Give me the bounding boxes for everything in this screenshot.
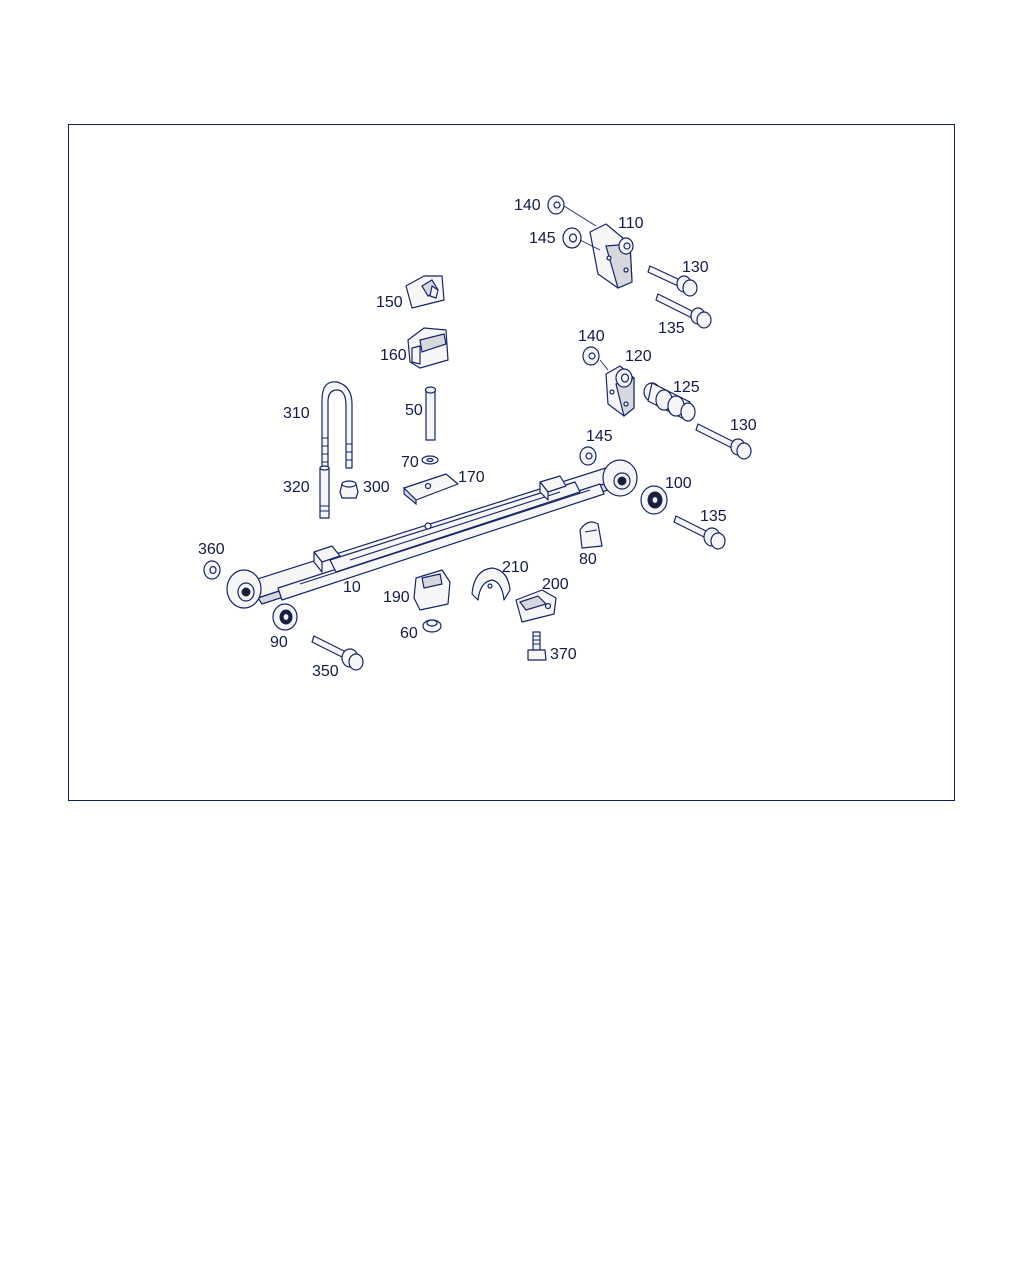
callout-190: 190 (383, 589, 410, 606)
diagram-frame (68, 124, 955, 801)
callout-100: 100 (665, 475, 692, 492)
callout-210: 210 (502, 559, 529, 576)
callout-145-mid: 145 (586, 428, 613, 445)
callout-170: 170 (458, 469, 485, 486)
pad-190[interactable] (413, 569, 451, 611)
callout-300: 300 (363, 479, 390, 496)
shackle-120[interactable] (605, 365, 635, 418)
plate-170[interactable] (403, 473, 459, 506)
callout-310: 310 (283, 405, 310, 422)
bolt-130-upper[interactable] (647, 265, 698, 297)
bolt-135-lower[interactable] (673, 515, 726, 550)
stud-320[interactable] (319, 465, 330, 519)
bracket-160[interactable] (407, 327, 449, 369)
callout-130-mid: 130 (730, 417, 757, 434)
callout-130-upper: 130 (682, 259, 709, 276)
washer-70[interactable] (421, 455, 439, 465)
callout-90: 90 (270, 634, 288, 651)
leader-lines (563, 205, 609, 371)
washer-145-upper[interactable] (562, 227, 582, 249)
washer-360[interactable] (203, 560, 221, 580)
bump-stop-150[interactable] (405, 275, 445, 309)
callout-350: 350 (312, 663, 339, 680)
callout-145-upper: 145 (529, 230, 556, 247)
shackle-110[interactable] (589, 223, 634, 289)
callout-110: 110 (618, 215, 644, 232)
nut-300[interactable] (339, 480, 359, 499)
bolt-350[interactable] (311, 635, 364, 671)
bushing-125[interactable] (643, 382, 696, 422)
callout-160: 160 (380, 347, 407, 364)
callout-120: 120 (625, 348, 652, 365)
callout-125: 125 (673, 379, 700, 396)
bushing-100[interactable] (640, 485, 668, 515)
bolt-135-upper[interactable] (655, 293, 712, 329)
callout-60: 60 (400, 625, 418, 642)
callout-200: 200 (542, 576, 569, 593)
callout-150: 150 (376, 294, 403, 311)
pad-80[interactable] (579, 521, 603, 549)
washer-140-upper[interactable] (547, 195, 565, 215)
callout-135-upper: 135 (658, 320, 685, 337)
washer-145-mid[interactable] (579, 446, 597, 466)
clamp-210[interactable] (471, 567, 511, 601)
callout-320: 320 (283, 479, 310, 496)
leaf-spring[interactable] (226, 459, 638, 609)
u-bolt-310[interactable] (321, 381, 353, 469)
bracket-200[interactable] (515, 589, 557, 623)
bolt-370[interactable] (527, 631, 547, 661)
nut-60[interactable] (422, 619, 442, 633)
bolt-50[interactable] (424, 386, 437, 441)
callout-70: 70 (401, 454, 419, 471)
callout-140-mid: 140 (578, 328, 605, 345)
callout-80: 80 (579, 551, 597, 568)
callouts: 140 110 145 130 135 150 160 140 120 125 … (198, 197, 757, 680)
callout-360: 360 (198, 541, 225, 558)
callout-135-lower: 135 (700, 508, 727, 525)
callout-140-upper: 140 (514, 197, 541, 214)
washer-140-mid[interactable] (582, 346, 600, 366)
bushing-90[interactable] (272, 603, 298, 631)
bolt-130-mid[interactable] (695, 423, 752, 460)
callout-10: 10 (343, 579, 361, 596)
callout-370: 370 (550, 646, 577, 663)
callout-50: 50 (405, 402, 423, 419)
